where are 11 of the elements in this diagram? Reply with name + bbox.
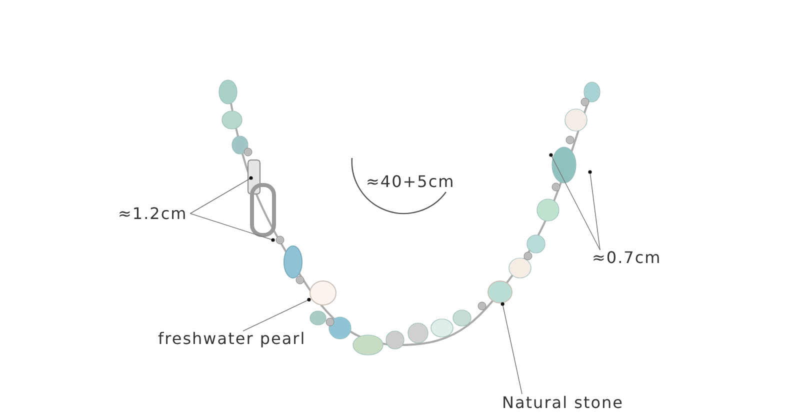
- callout-label: ≈1.2cm: [118, 204, 188, 223]
- length-label: ≈40+5cm: [366, 172, 455, 191]
- leader-line: [242, 298, 311, 332]
- leader-line: [190, 213, 275, 242]
- callout-label: Natural stone: [502, 393, 624, 412]
- leader-line: [500, 302, 522, 394]
- leader-line: [588, 170, 600, 250]
- callout-label: ≈0.7cm: [592, 248, 662, 267]
- callout-label: freshwater pearl: [158, 329, 306, 348]
- leader-line: [190, 176, 253, 214]
- leader-line: [549, 153, 600, 250]
